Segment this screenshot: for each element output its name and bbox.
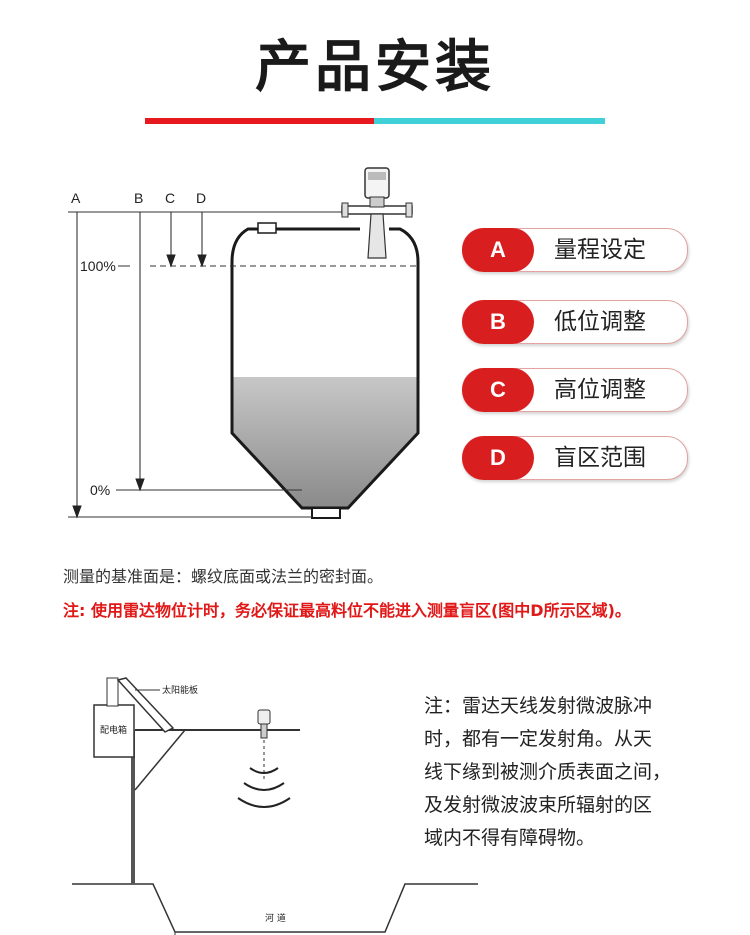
page-title: 产品安装 bbox=[255, 35, 495, 100]
legend-badge-b: B bbox=[462, 300, 534, 344]
solar-panel-label: 太阳能板 bbox=[162, 684, 198, 696]
legend-item-a: A 量程设定 bbox=[462, 228, 688, 272]
note-line: 线下缘到被测介质表面之间， bbox=[424, 761, 672, 783]
diagram-letter-d: D bbox=[196, 190, 206, 206]
legend-badge-a: A bbox=[462, 228, 534, 272]
diagram-letter-b: B bbox=[134, 190, 143, 206]
river-label: 河 道 bbox=[265, 912, 286, 924]
note-line: 及发射微波波束所辐射的区 bbox=[424, 794, 653, 816]
legend-label-a: 量程设定 bbox=[554, 237, 646, 263]
title-underline-red bbox=[145, 118, 374, 124]
legend-item-d: D 盲区范围 bbox=[462, 436, 688, 480]
material-fill bbox=[232, 377, 418, 508]
reference-surface-note: 测量的基准面是：螺纹底面或法兰的密封面。 bbox=[63, 567, 384, 586]
legend-item-c: C 高位调整 bbox=[462, 368, 688, 412]
legend-badge-d: D bbox=[462, 436, 534, 480]
silo-outlet bbox=[311, 507, 341, 519]
river-installation-scene: 配电箱 太阳能板 河 道 bbox=[72, 677, 478, 935]
legend-label-b: 低位调整 bbox=[554, 309, 646, 335]
legend-badge-c: C bbox=[462, 368, 534, 412]
legend-label-d: 盲区范围 bbox=[554, 445, 646, 471]
diagram-letter-a: A bbox=[71, 190, 81, 206]
title-underline-cyan bbox=[374, 118, 605, 124]
level-0-label: 0% bbox=[90, 482, 110, 498]
distribution-box-icon bbox=[93, 704, 135, 758]
note-line: 时，都有一定发射角。从天 bbox=[424, 728, 653, 750]
level-100-label: 100% bbox=[80, 258, 116, 274]
note-line: 注：雷达天线发射微波脉冲 bbox=[424, 695, 653, 717]
diagram-letter-c: C bbox=[165, 190, 175, 206]
radar-sensor-icon bbox=[341, 167, 413, 259]
legend-item-b: B 低位调整 bbox=[462, 300, 688, 344]
beam-angle-note: 注：雷达天线发射微波脉冲 时，都有一定发射角。从天 线下缘到被测介质表面之间， … bbox=[424, 690, 694, 855]
note-line: 域内不得有障碍物。 bbox=[424, 827, 596, 849]
solar-panel-icon bbox=[116, 677, 175, 733]
blind-zone-warning: 注: 使用雷达物位计时，务必保证最高料位不能进入测量盲区(图中D所示区域)。 bbox=[63, 601, 631, 620]
legend-label-c: 高位调整 bbox=[554, 377, 646, 403]
distribution-box-label: 配电箱 bbox=[100, 724, 127, 736]
